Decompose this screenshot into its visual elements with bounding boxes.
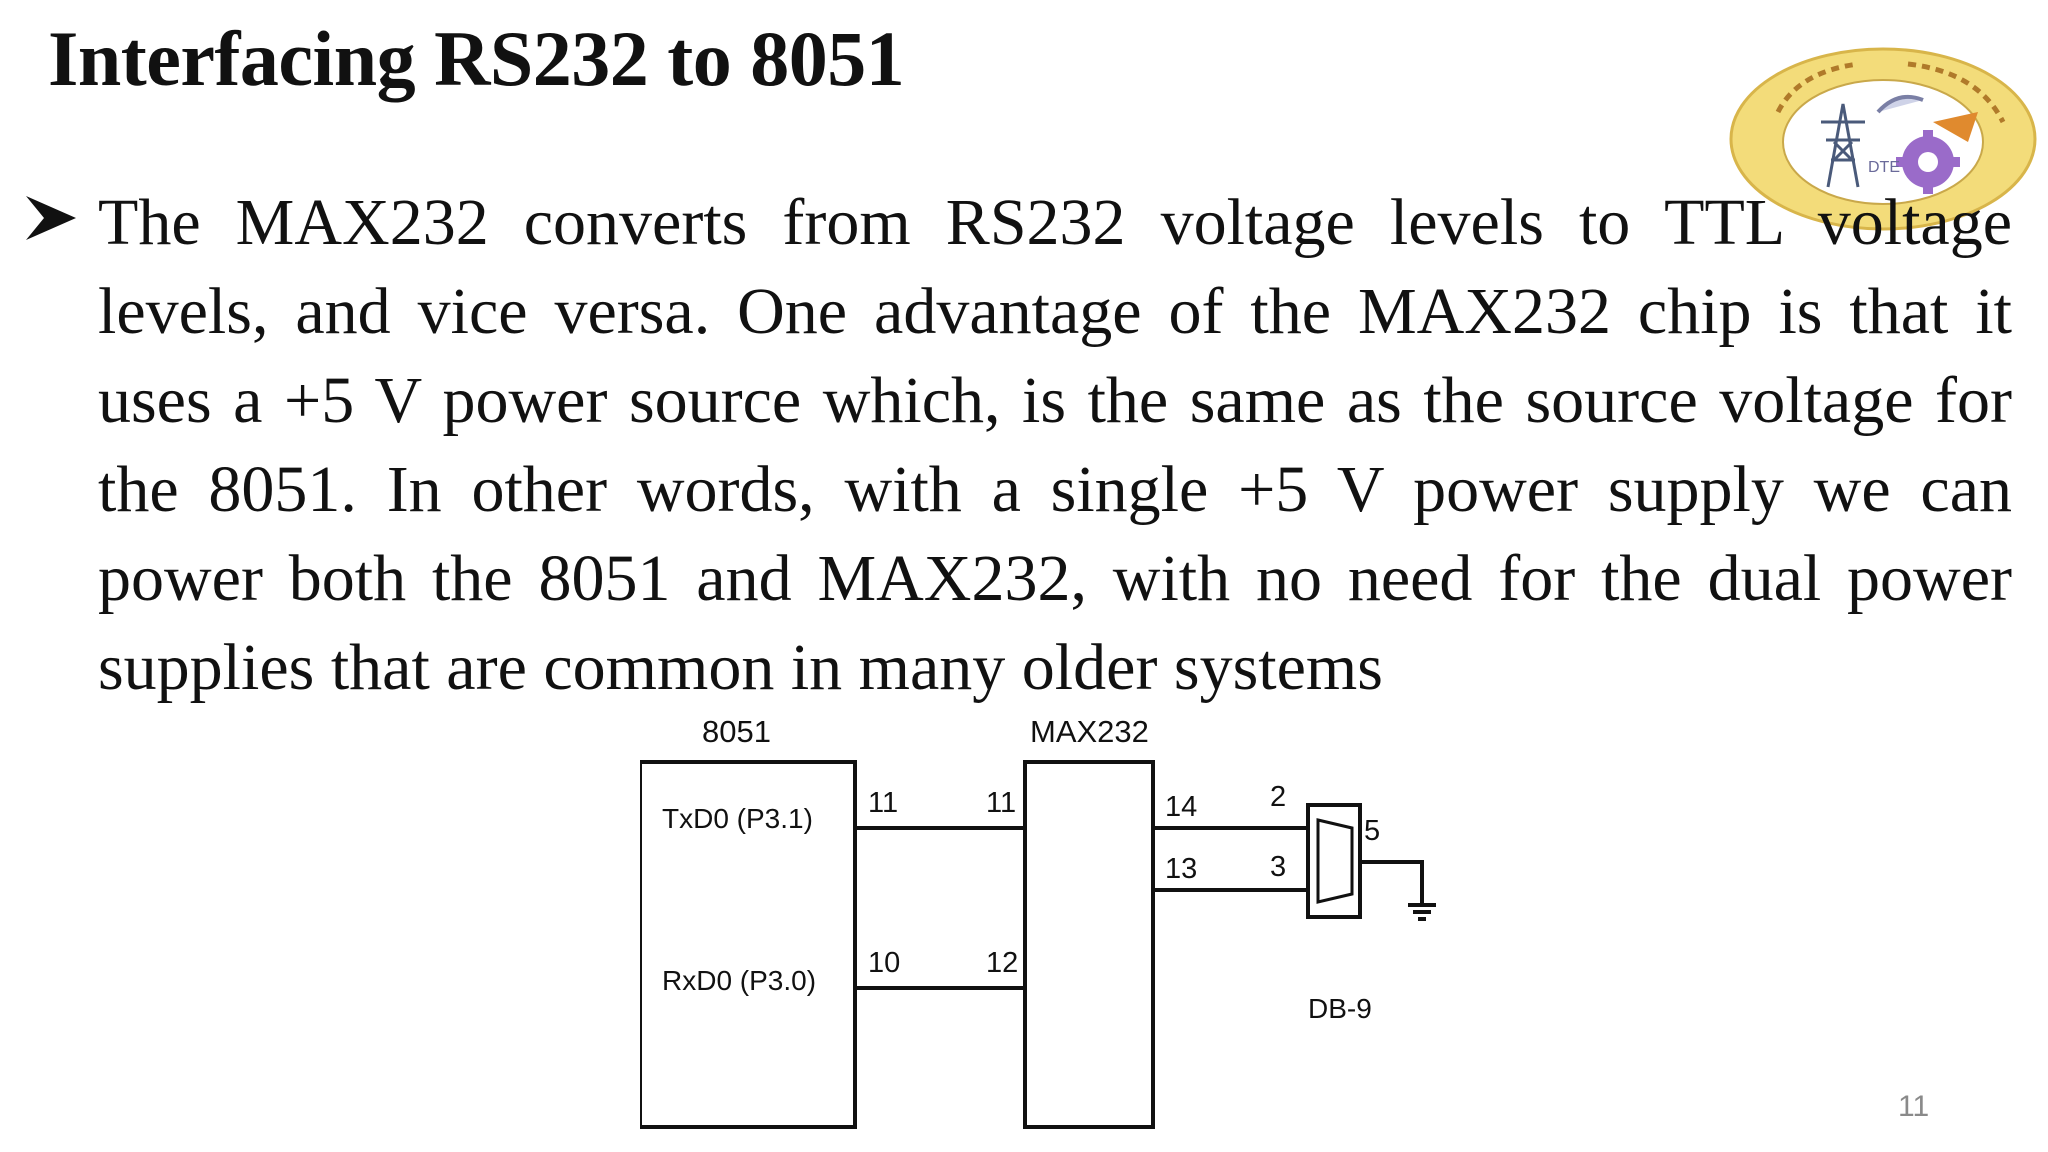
pin-max232-left-1: 11 <box>986 787 1016 819</box>
db9-connector <box>1306 803 1362 919</box>
chip-max232-box <box>1023 760 1155 1129</box>
pin-max232-right-1: 14 <box>1165 791 1197 823</box>
chip-8051-box <box>640 760 857 1129</box>
slide-title: Interfacing RS232 to 8051 <box>48 15 905 102</box>
rs232-interface-diagram: 8051 MAX232 TxD0 (P3.1) RxD0 (P3.0) 11 1… <box>640 714 1436 1129</box>
dish-icon <box>1876 95 1924 114</box>
page-number: 11 <box>1898 1090 1930 1123</box>
pin-max232-left-2: 12 <box>986 947 1018 979</box>
pin-max232-right-2: 13 <box>1165 853 1197 885</box>
bullet-text: The MAX232 converts from RS232 voltage l… <box>98 186 2012 704</box>
ground-icon <box>1360 860 1436 921</box>
pin-db9-1: 2 <box>1270 781 1286 813</box>
pin-8051-rxd: 10 <box>868 947 900 979</box>
chip-max232-label: MAX232 <box>1030 714 1149 749</box>
chip-8051-label: 8051 <box>702 714 771 749</box>
bullet-item: The MAX232 converts from RS232 voltage l… <box>22 178 2012 712</box>
pin-db9-ground: 5 <box>1364 815 1380 847</box>
pin-db9-2: 3 <box>1270 851 1286 883</box>
gear-icon <box>1896 130 1960 194</box>
connector-label: DB-9 <box>1308 993 1372 1024</box>
pin-8051-txd: 11 <box>868 787 898 819</box>
signal-txd-label: TxD0 (P3.1) <box>662 803 813 834</box>
logo-label: DTE <box>1868 159 1900 176</box>
dte-emblem-icon: DTE <box>1729 47 2037 231</box>
arrow-bullet-icon <box>26 196 76 240</box>
tower-icon <box>1821 103 1865 188</box>
signal-rxd-label: RxD0 (P3.0) <box>662 965 816 996</box>
